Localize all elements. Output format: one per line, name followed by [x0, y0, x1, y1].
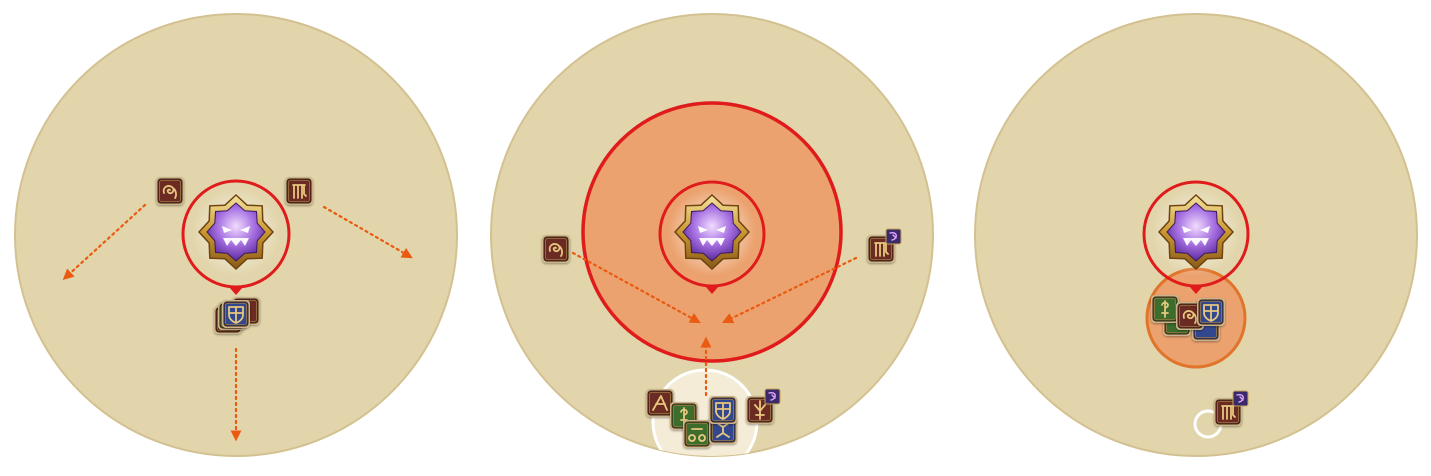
debuff-marker — [764, 388, 781, 405]
boss-marker — [181, 179, 291, 295]
debuff-marker — [885, 228, 902, 245]
panel-2 — [490, 13, 934, 457]
boss-marker — [1142, 180, 1250, 294]
job-marker-bard — [646, 389, 674, 417]
job-marker-paladin — [1197, 298, 1225, 326]
arrow-inward-left — [571, 251, 701, 324]
job-marker-reaper — [1176, 302, 1204, 330]
boss-facing-pointer — [229, 287, 243, 295]
debuff-marker — [1232, 390, 1249, 407]
job-marker-astrologian — [1151, 295, 1179, 323]
stack-party — [1151, 295, 1225, 341]
job-marker-sage — [683, 420, 711, 448]
panel-3 — [974, 13, 1418, 457]
arrow-southeast — [322, 205, 413, 259]
job-marker-paladin — [222, 300, 250, 328]
job-marker-monk — [285, 177, 313, 205]
boss-enemy-icon — [668, 188, 756, 276]
boss-enemy-icon — [192, 188, 280, 276]
job-marker-reaper — [542, 235, 570, 263]
boss-facing-pointer — [1189, 286, 1203, 294]
boss-marker — [658, 180, 766, 294]
boss-enemy-icon — [1152, 188, 1240, 276]
stack-group — [214, 297, 260, 334]
job-marker-paladin — [709, 396, 737, 424]
arrow-inward-right — [722, 256, 858, 324]
bottom-party-cluster — [646, 388, 781, 448]
boss-facing-pointer — [705, 286, 719, 294]
job-marker-reaper — [156, 177, 184, 205]
panel-1 — [14, 13, 458, 457]
arrow-southwest — [62, 203, 147, 280]
